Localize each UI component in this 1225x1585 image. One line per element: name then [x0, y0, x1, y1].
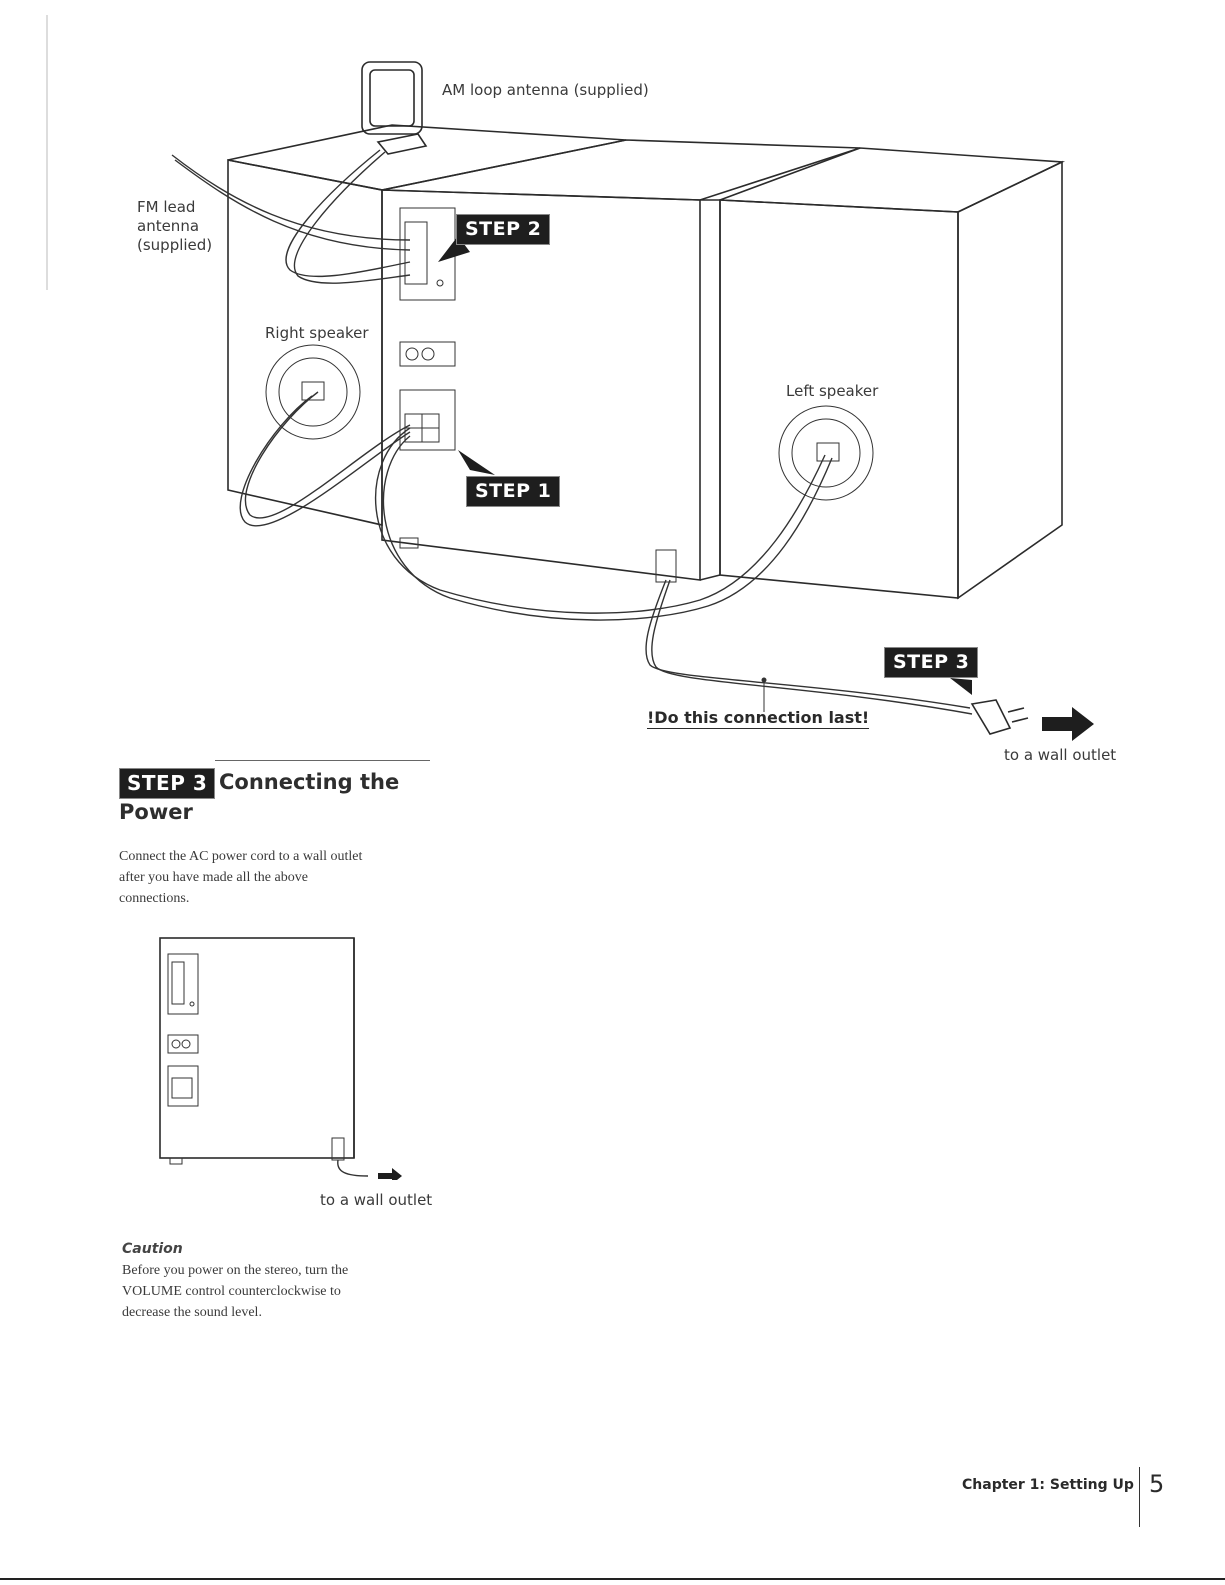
caution-body-line3: decrease the sound level.: [122, 1305, 262, 1320]
am-loop-antenna: [361, 61, 428, 155]
section-body-line1: Connect the AC power cord to a wall outl…: [119, 849, 363, 864]
right-speaker-label: Right speaker: [265, 324, 369, 342]
fm-antenna-label-line3: (supplied): [137, 236, 213, 254]
fm-antenna-label-line1: FM lead: [137, 198, 196, 216]
footer-page-number: 5: [1149, 1470, 1165, 1498]
step2-badge: STEP 2: [456, 214, 551, 245]
arrow-right-icon: [1042, 707, 1094, 741]
section-step3-badge: STEP 3: [119, 768, 216, 799]
section-body-line3: connections.: [119, 891, 190, 906]
caution-body: Before you power on the stereo, turn the…: [122, 1260, 348, 1323]
power-plug: [970, 699, 1029, 735]
do-last-label: !Do this connection last!: [647, 708, 870, 729]
caution-heading: Caution: [122, 1241, 183, 1257]
am-antenna-label: AM loop antenna (supplied): [442, 81, 649, 99]
small-unit-diagram: [159, 937, 402, 1180]
step3-badge: STEP 3: [884, 647, 979, 678]
section-title-line2: Power: [119, 800, 193, 824]
footer-chapter: Chapter 1: Setting Up: [962, 1477, 1134, 1493]
left-speaker-label: Left speaker: [786, 382, 879, 400]
left-speaker-box: [719, 147, 1066, 600]
wires: [171, 149, 973, 715]
main-connection-diagram: [46, 15, 1094, 741]
fm-antenna-label: FM lead antenna (supplied): [137, 198, 212, 255]
main-unit: [381, 139, 861, 583]
caution-body-line2: VOLUME control counterclockwise to: [122, 1284, 341, 1299]
fm-antenna-label-line2: antenna: [137, 217, 200, 235]
section-body-line2: after you have made all the above: [119, 870, 308, 885]
footer-divider: [1139, 1467, 1140, 1527]
heading-rule: [215, 760, 430, 761]
step1-badge: STEP 1: [466, 476, 561, 507]
section-body: Connect the AC power cord to a wall outl…: [119, 846, 362, 909]
page-bottom-edge: [0, 1578, 1225, 1580]
small-wall-outlet-label: to a wall outlet: [320, 1191, 433, 1209]
small-arrow-right-icon: [378, 1168, 402, 1180]
caution-body-line1: Before you power on the stereo, turn the: [122, 1263, 349, 1278]
wall-outlet-label: to a wall outlet: [1004, 746, 1117, 764]
section-title-line1: Connecting the: [219, 770, 400, 794]
